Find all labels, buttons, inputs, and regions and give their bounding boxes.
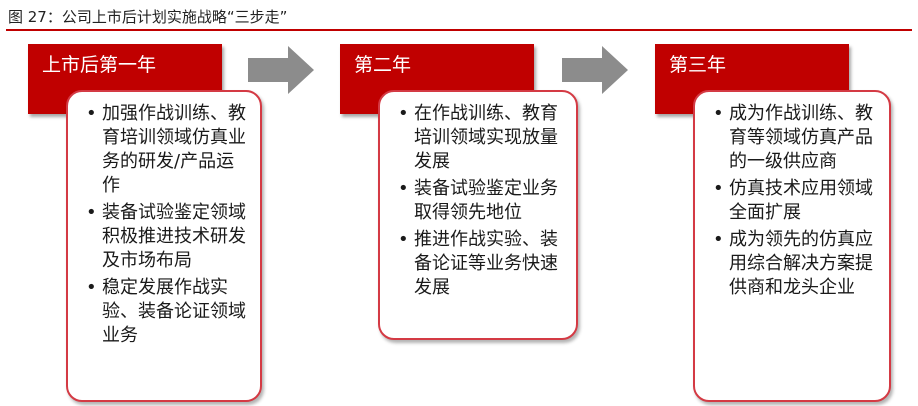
list-item: 在作战训练、教育培训领域实现放量发展 <box>398 102 566 174</box>
caption-underline <box>6 29 912 31</box>
right-arrow-icon <box>562 46 628 94</box>
list-item: 加强作战训练、教育培训领域仿真业务的研发/产品运作 <box>86 102 250 198</box>
stage-3-list: 成为作战训练、教育等领域仿真产品的一级供应商 仿真技术应用领域全面扩展 成为领先… <box>713 102 879 300</box>
list-item: 稳定发展作战实验、装备论证领域业务 <box>86 276 250 348</box>
stage-1-box: 加强作战训练、教育培训领域仿真业务的研发/产品运作 装备试验鉴定领域积极推进技术… <box>66 90 262 402</box>
figure-caption: 图 27：公司上市后计划实施战略“三步走” <box>8 8 288 26</box>
stage-1-title: 上市后第一年 <box>42 54 157 76</box>
list-item: 成为领先的仿真应用综合解决方案提供商和龙头企业 <box>713 228 879 300</box>
right-arrow-icon <box>248 46 314 94</box>
stage-2-title: 第二年 <box>354 54 412 76</box>
list-item: 装备试验鉴定领域积极推进技术研发及市场布局 <box>86 201 250 273</box>
list-item: 仿真技术应用领域全面扩展 <box>713 177 879 225</box>
list-item: 推进作战实验、装备论证等业务快速发展 <box>398 228 566 300</box>
stage-2-box: 在作战训练、教育培训领域实现放量发展 装备试验鉴定业务取得领先地位 推进作战实验… <box>378 90 578 340</box>
list-item: 装备试验鉴定业务取得领先地位 <box>398 177 566 225</box>
stage-3-box: 成为作战训练、教育等领域仿真产品的一级供应商 仿真技术应用领域全面扩展 成为领先… <box>693 90 891 402</box>
stage-2-list: 在作战训练、教育培训领域实现放量发展 装备试验鉴定业务取得领先地位 推进作战实验… <box>398 102 566 300</box>
stage-1-list: 加强作战训练、教育培训领域仿真业务的研发/产品运作 装备试验鉴定领域积极推进技术… <box>86 102 250 348</box>
stage-3-title: 第三年 <box>669 54 727 76</box>
list-item: 成为作战训练、教育等领域仿真产品的一级供应商 <box>713 102 879 174</box>
